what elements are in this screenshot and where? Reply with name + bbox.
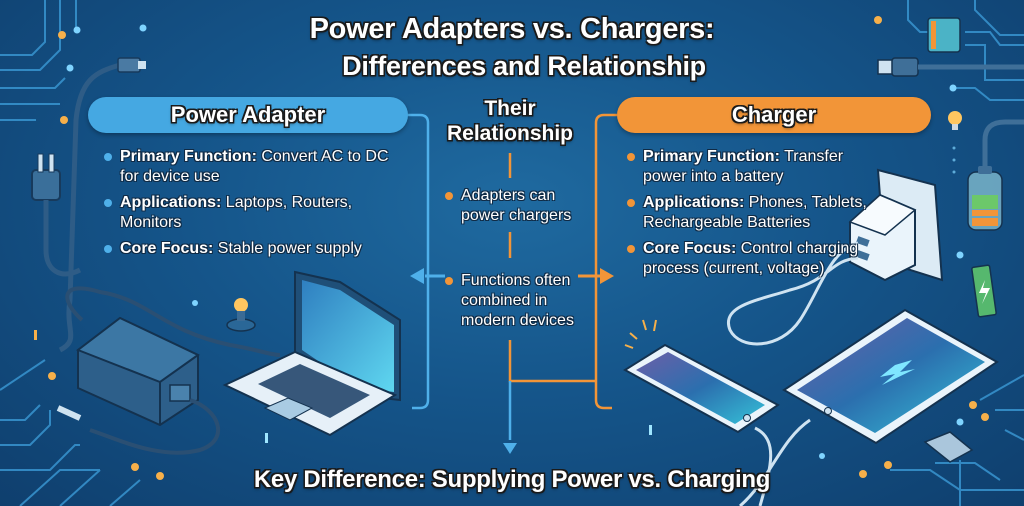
relationship-header-line1: Their <box>484 97 536 120</box>
item-label: Core Focus: <box>643 240 737 257</box>
key-difference-caption: Key Difference: Supplying Power vs. Char… <box>253 466 771 493</box>
list-item: Applications: Phones, Tablets, Rechargea… <box>625 193 875 233</box>
bullet-icon <box>104 245 112 253</box>
battery-charging-icon <box>971 264 997 318</box>
light-bulb-icon-right <box>948 111 962 130</box>
item-text: Stable power supply <box>213 240 362 257</box>
page-title: Power Adapters vs. Chargers: <box>309 13 715 45</box>
bullet-icon <box>445 277 453 285</box>
bullet-icon <box>104 153 112 161</box>
lightning-bolt-icon <box>880 360 915 385</box>
item-text: Laptops, Routers, Monitors <box>120 194 353 231</box>
bullet-icon <box>627 245 635 253</box>
laptop-icon <box>222 270 401 437</box>
bullet-icon <box>627 199 635 207</box>
item-label: Applications: <box>120 194 222 211</box>
list-item: Applications: Laptops, Routers, Monitors <box>102 193 402 233</box>
item-text: Control charging process (current, volta… <box>643 240 859 277</box>
list-item: Primary Function: Transfer power into a … <box>625 147 875 187</box>
item-text: Phones, Tablets, Rechargeable Batteries <box>643 194 867 231</box>
wall-plug-icon <box>31 153 82 277</box>
relationship-header-line2: Relationship <box>446 122 573 145</box>
relationship-header: Their Relationship <box>430 96 590 146</box>
relationship-item: Adapters can power chargers <box>445 186 591 226</box>
relationship-item: Functions often combined in modern devic… <box>445 271 601 331</box>
charger-header: Charger <box>617 97 931 133</box>
smartphone-icon <box>623 343 780 506</box>
list-item: Core Focus: Control charging process (cu… <box>625 239 875 279</box>
tablet-icon <box>739 308 999 506</box>
charger-list: Primary Function: Transfer power into a … <box>625 147 875 285</box>
battery-icon <box>967 119 1024 231</box>
bullet-icon <box>445 192 453 200</box>
item-label: Primary Function: <box>643 148 780 165</box>
relationship-text: Functions often combined in modern devic… <box>461 272 574 329</box>
wall-charger-icon <box>726 168 944 346</box>
relationship-text: Adapters can power chargers <box>461 187 572 224</box>
chip-icon <box>927 17 961 53</box>
light-bulb-icon <box>226 298 256 332</box>
item-text: Transfer power into a battery <box>643 148 844 185</box>
bullet-icon <box>627 153 635 161</box>
page-subtitle: Differences and Relationship <box>342 51 706 81</box>
usb-cable-icon <box>117 57 146 73</box>
power-brick-icon <box>56 286 281 455</box>
arrow-right-icon <box>600 268 614 284</box>
item-label: Core Focus: <box>120 240 214 257</box>
circuit-traces-left <box>0 0 141 506</box>
list-item: Core Focus: Stable power supply <box>102 239 402 259</box>
power-adapter-header: Power Adapter <box>88 97 408 133</box>
item-text: Convert AC to DC for device use <box>120 148 389 185</box>
arrow-down-icon <box>503 443 517 454</box>
usb-cable-icon-right <box>877 57 1024 77</box>
item-label: Primary Function: <box>120 148 257 165</box>
power-adapter-list: Primary Function: Convert AC to DC for d… <box>102 147 402 265</box>
arrow-left-icon <box>410 268 424 284</box>
list-item: Primary Function: Convert AC to DC for d… <box>102 147 402 187</box>
item-label: Applications: <box>643 194 745 211</box>
bullet-icon <box>104 199 112 207</box>
connector-lines <box>407 113 617 440</box>
